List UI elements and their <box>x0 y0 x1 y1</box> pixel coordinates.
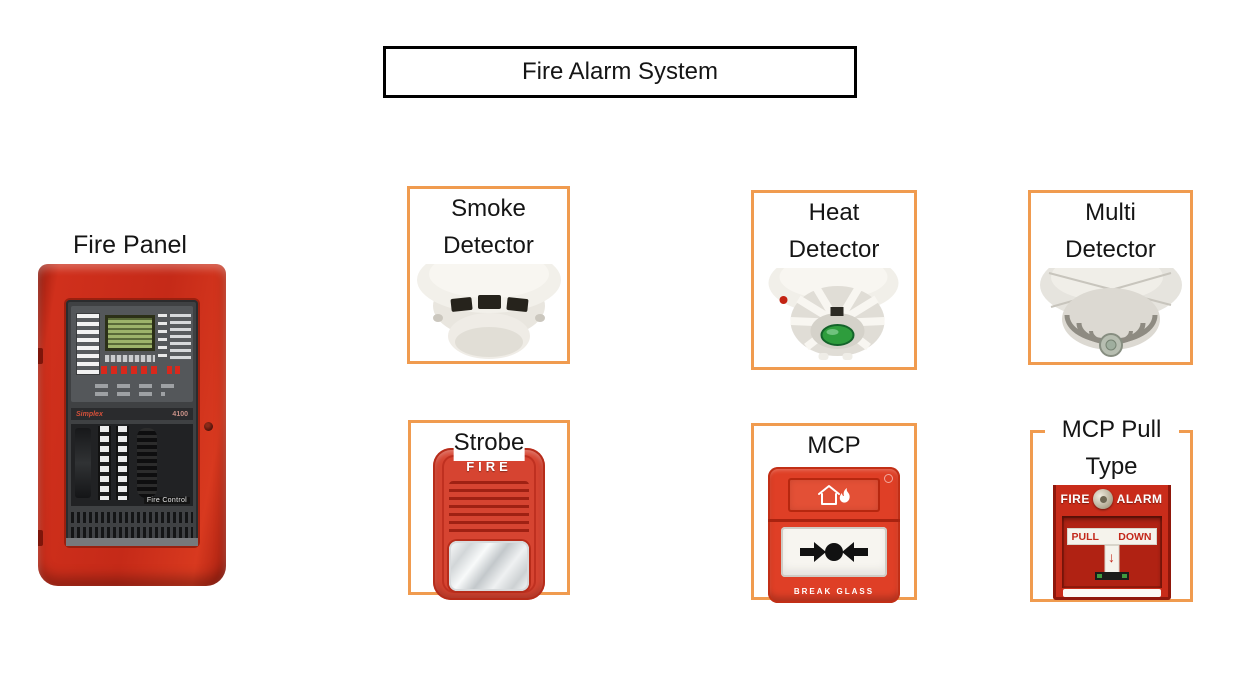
pull-handle-bar: PULL DOWN <box>1066 528 1157 545</box>
strobe-fire-text: FIRE <box>466 459 512 474</box>
terminal-block <box>116 426 129 500</box>
fire-panel-label: Fire Panel <box>73 231 187 259</box>
mcp-label: MCP <box>807 427 861 464</box>
label-strip <box>95 392 165 396</box>
break-glass-text: BREAK GLASS <box>793 587 875 596</box>
heat-detector-box: Heat Detector <box>751 190 917 370</box>
bracket-detail <box>1121 574 1127 578</box>
pull-handle-stem: ↓ <box>1104 545 1119 577</box>
pull-station-window: PULL DOWN ↓ <box>1061 516 1162 588</box>
brand-band: Simplex 4100 <box>71 408 193 420</box>
bracket-detail <box>1096 574 1102 578</box>
pull-station-header: FIRE ALARM <box>1058 485 1166 513</box>
strobe-speaker-slats <box>449 481 529 537</box>
function-keys <box>105 355 155 362</box>
model-text: 4100 <box>172 410 188 418</box>
panel-control-head <box>71 306 193 402</box>
mcp-corner-detail <box>884 474 893 483</box>
multi-detector-box: Multi Detector <box>1028 190 1193 365</box>
panel-hinge <box>38 530 43 546</box>
press-here-symbol-icon <box>800 542 868 562</box>
led-indicator-column <box>76 313 100 375</box>
multi-detector-label: Multi Detector <box>1045 194 1176 268</box>
pull-text: PULL <box>1071 530 1099 543</box>
terminal-block <box>98 426 111 500</box>
fire-control-label: Fire Control <box>143 497 190 504</box>
down-arrow-icon: ↓ <box>1108 549 1115 565</box>
pull-bracket <box>1094 572 1129 580</box>
mcp-image: BREAK GLASS <box>768 467 900 603</box>
wire-bundle-left <box>75 428 91 498</box>
smoke-detector-label: Smoke Detector <box>423 190 554 264</box>
heat-detector-label: Heat Detector <box>769 194 899 268</box>
mcp-pull-type-label: MCP Pull Type <box>1044 411 1179 485</box>
fire-panel-image: Simplex 4100 Fire Control <box>38 264 226 586</box>
keypad <box>170 314 191 360</box>
mcp-box: MCP BREAK GLASS <box>751 423 917 603</box>
brand-text: Simplex <box>76 410 103 418</box>
strobe-label: Strobe <box>453 424 525 461</box>
mcp-pull-type-image: FIRE ALARM PULL DOWN ↓ <box>1052 480 1171 600</box>
strobe-image: FIRE <box>433 448 545 600</box>
red-buttons-pair <box>167 366 183 374</box>
panel-ledge <box>66 538 198 546</box>
panel-keyhole <box>204 422 213 431</box>
label-strip <box>95 384 179 388</box>
mcp-break-glass <box>781 527 887 577</box>
strobe-lens <box>449 541 529 591</box>
pull-bottom-strip <box>1062 589 1161 597</box>
house-flame-icon <box>818 485 850 505</box>
indicator-column <box>158 314 167 362</box>
panel-door-window: Simplex 4100 Fire Control <box>66 300 198 546</box>
ventilation-slats <box>71 512 193 538</box>
keyhole-icon <box>1093 489 1114 509</box>
mcp-pull-type-box: MCP Pull Type FIRE ALARM PULL DOWN ↓ <box>1030 411 1193 602</box>
fire-text: FIRE <box>1060 492 1090 506</box>
down-text: DOWN <box>1118 530 1152 543</box>
title-box: Fire Alarm System <box>383 46 857 98</box>
panel-hinge <box>38 348 43 364</box>
mcp-icon-panel <box>788 478 880 512</box>
wire-coil-right <box>137 428 157 498</box>
wiring-bay: Fire Control <box>71 424 193 506</box>
mcp-seam <box>768 519 900 522</box>
strobe-box: Strobe FIRE <box>408 420 570 600</box>
alarm-text: ALARM <box>1116 492 1163 506</box>
keyhole-slot <box>1099 495 1107 503</box>
page-title: Fire Alarm System <box>521 58 719 85</box>
lcd-display <box>105 315 155 351</box>
red-buttons-row <box>101 366 161 374</box>
smoke-detector-box: Smoke Detector <box>407 186 570 364</box>
